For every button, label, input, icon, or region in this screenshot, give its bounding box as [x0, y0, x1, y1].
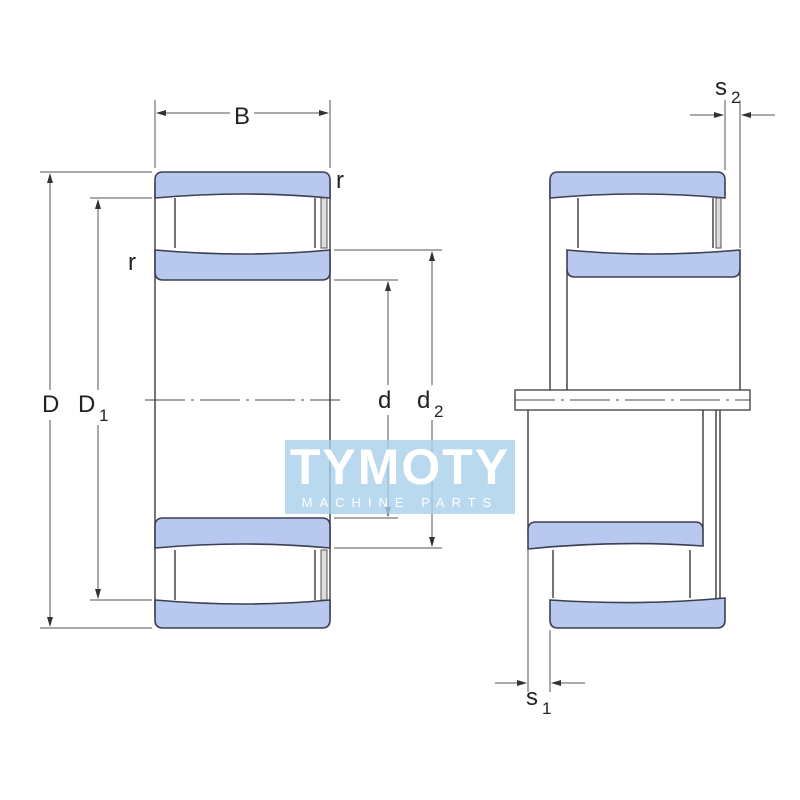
watermark-logo: TYMOTY MACHINE PARTS — [285, 439, 515, 514]
label-D1-subscript: 1 — [99, 406, 108, 425]
label-s1-subscript: 1 — [542, 699, 551, 718]
dimension-lines-left — [40, 100, 442, 629]
label-r-top: r — [336, 167, 344, 194]
label-s1: s — [526, 684, 538, 711]
inner-ring-bottom — [154, 517, 331, 549]
roller-top — [174, 198, 316, 248]
inner-ring-bottom-right — [527, 521, 704, 550]
inner-ring-top-right — [566, 249, 741, 278]
outer-ring-bottom — [154, 599, 331, 629]
watermark-tagline: MACHINE PARTS — [302, 495, 499, 510]
cage-bottom — [320, 549, 328, 601]
roller-bottom — [174, 550, 316, 600]
label-d2-subscript: 2 — [434, 402, 443, 421]
label-s2-subscript: 2 — [731, 88, 740, 107]
cage-top — [320, 197, 328, 249]
outer-ring-top — [154, 171, 331, 199]
label-s2: s — [715, 74, 727, 101]
label-d2: d — [417, 387, 430, 414]
inner-ring-top — [154, 249, 331, 281]
left-section-view — [145, 171, 340, 629]
label-d: d — [378, 387, 391, 414]
watermark-brand: TYMOTY — [290, 439, 510, 495]
label-D1: D — [78, 391, 95, 418]
outer-ring-bottom-right — [549, 597, 726, 629]
label-B: B — [234, 103, 250, 130]
label-D: D — [42, 391, 59, 418]
label-r-left: r — [128, 249, 136, 276]
dimension-lines-right — [495, 100, 775, 692]
right-mounted-view — [514, 171, 751, 629]
outer-ring-top-right — [549, 171, 726, 199]
